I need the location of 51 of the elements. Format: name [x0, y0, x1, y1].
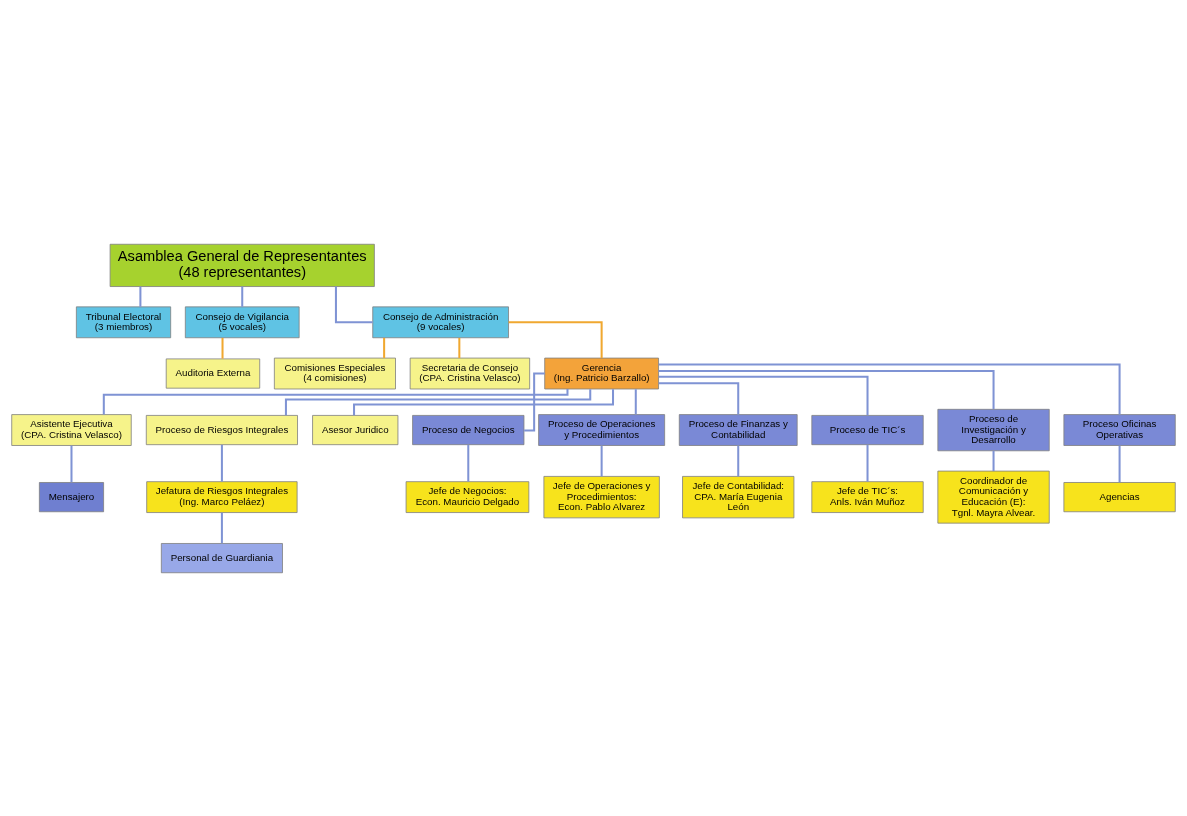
connector [600, 445, 603, 476]
connector [102, 388, 569, 414]
node-box: Proceso de Negocios [412, 414, 525, 445]
node-box: Comisiones Especiales (4 comisiones) [273, 357, 396, 389]
connector [458, 337, 461, 358]
connector [139, 286, 142, 307]
node-box: Agencias [1063, 481, 1176, 512]
node-box: Proceso de Investigación y Desarrollo [937, 408, 1050, 451]
node-box: Auditoria Externa [165, 358, 261, 389]
node-box: Asistente Ejecutiva (CPA. Cristina Velasco) [11, 413, 132, 446]
node-box: Proceso de Operaciones y Procedimientos [538, 413, 666, 446]
connector [658, 375, 869, 415]
node-box: Consejo de Administración (9 vocales) [372, 305, 509, 338]
node-box: Jefe de TIC´s: Anls. Iván Muñoz [811, 480, 924, 513]
connector [737, 445, 740, 476]
node-box: Proceso de Finanzas y Contabilidad [678, 413, 798, 446]
connector [508, 320, 603, 358]
connector [658, 369, 995, 409]
node-box: Gerencia (Ing. Patricio Barzallo) [544, 357, 659, 389]
connector [866, 444, 869, 482]
node-box: Jefe de Operaciones y Procedimientos: Econ. Pablo Alvarez [543, 475, 660, 518]
node-box: Personal de Guardiania [160, 542, 283, 573]
connector [992, 450, 995, 471]
node-box: Mensajero [38, 481, 104, 512]
connector [70, 445, 73, 482]
node-box: Proceso Oficinas Operativas [1063, 413, 1176, 446]
node-box: Jefe de Negocios: Econ. Mauricio Delgado [405, 480, 530, 513]
node-box: Secretaria de Consejo (CPA. Cristina Velasco) [409, 357, 531, 389]
connector [334, 286, 373, 323]
node-box: Coordinador de Comunicación y Educación (E): Tgnl. Mayra Alvear. [937, 470, 1050, 524]
node-box: Proceso de TIC´s [811, 414, 924, 445]
node-box: Jefatura de Riesgos Integrales (Ing. Marco Peláez) [146, 480, 298, 513]
node-box: Asesor Juridico [312, 414, 399, 445]
connector [284, 388, 592, 415]
node-box: Proceso de Riesgos Integrales [145, 414, 298, 445]
connector [220, 512, 223, 543]
connector [634, 388, 637, 414]
node-box: Asamblea General de Representantes (48 representantes) [109, 243, 375, 287]
connector [220, 444, 223, 482]
connector [353, 388, 615, 415]
connector [383, 337, 386, 358]
connector [221, 337, 224, 359]
node-box: Tribunal Electoral (3 miembros) [75, 305, 172, 338]
connector [1118, 445, 1121, 482]
connector [658, 363, 1121, 415]
node-box: Consejo de Vigilancia (5 vocales) [184, 305, 300, 338]
connector [241, 286, 244, 307]
connector [467, 444, 470, 482]
connector [658, 381, 740, 414]
node-box: Jefe de Contabilidad: CPA. María Eugenia León [682, 475, 795, 518]
connector [524, 372, 545, 431]
